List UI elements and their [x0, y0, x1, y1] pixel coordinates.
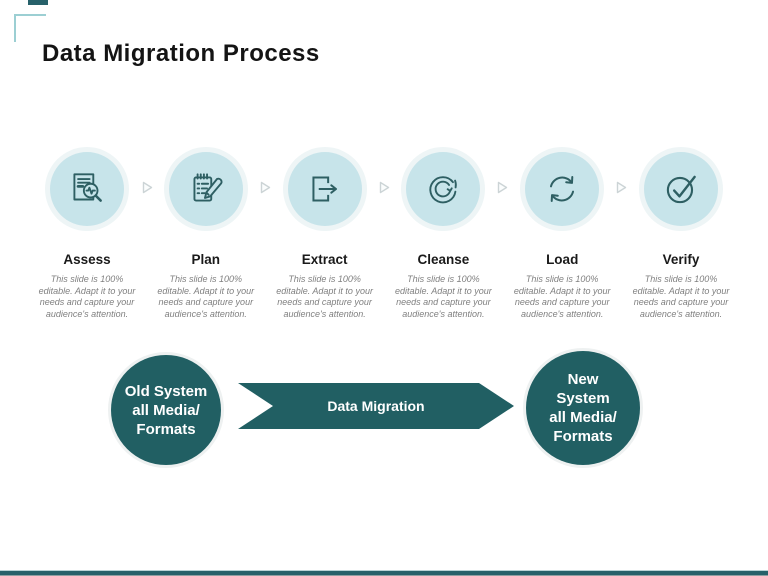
new-system-line: Formats [553, 428, 613, 445]
step-description: This slide is 100% editable. Adapt it to… [38, 274, 136, 319]
old-system-circle: Old System all Media/ Formats [111, 355, 221, 465]
corner-bracket-decoration [14, 14, 46, 42]
step-circle [406, 152, 481, 226]
bottom-accent-bar [0, 570, 768, 576]
old-system-line: Old System [124, 382, 208, 400]
step-label: Cleanse [417, 252, 470, 267]
step-label: Verify [662, 252, 700, 267]
new-system-line: System [556, 390, 610, 407]
step-label: Assess [63, 252, 111, 267]
step-extract: Extract This slide is 100% editable. Ada… [266, 152, 384, 320]
chevron-right-icon [497, 181, 508, 194]
step-description: This slide is 100% editable. Adapt it to… [276, 274, 373, 319]
new-system-line: all Media/ [549, 409, 617, 426]
new-system-line: New [567, 371, 599, 388]
load-sync-arrows-icon [541, 168, 583, 210]
step-circle [525, 152, 600, 226]
step-description: This slide is 100% editable. Adapt it to… [513, 274, 611, 319]
chevron-right-icon [379, 181, 390, 194]
new-system-circle: New System all Media/ Formats [526, 351, 640, 465]
step-load: Load This slide is 100% editable. Adapt … [503, 152, 621, 320]
chevron-right-icon [260, 181, 271, 194]
step-cleanse: Cleanse This slide is 100% editable. Ada… [384, 152, 502, 320]
step-circle [643, 152, 718, 226]
step-plan: Plan This slide is 100% editable. Adapt … [147, 152, 265, 320]
step-label: Plan [191, 252, 221, 267]
data-migration-arrow [238, 383, 514, 429]
step-label: Load [546, 252, 579, 267]
extract-export-arrow-icon [304, 168, 346, 210]
assess-document-search-icon [66, 168, 108, 210]
process-steps-row: Assess This slide is 100% editable. Adap… [28, 152, 740, 320]
chevron-right-icon [142, 181, 153, 194]
step-description: This slide is 100% editable. Adapt it to… [632, 274, 730, 319]
data-migration-arrow-label: Data Migration [327, 398, 425, 414]
step-circle [287, 152, 362, 226]
step-verify: Verify This slide is 100% editable. Adap… [622, 152, 740, 320]
verify-check-circle-icon [660, 168, 702, 210]
chevron-right-icon [616, 181, 627, 194]
old-system-line: all Media/ [132, 401, 200, 419]
step-label: Extract [301, 252, 348, 267]
step-description: This slide is 100% editable. Adapt it to… [395, 274, 492, 319]
step-assess: Assess This slide is 100% editable. Adap… [28, 152, 146, 320]
cleanse-refresh-icon [422, 168, 464, 210]
step-description: This slide is 100% editable. Adapt it to… [157, 274, 255, 319]
old-system-line: Formats [136, 420, 196, 438]
step-circle [168, 152, 243, 226]
plan-notepad-pencil-icon [185, 168, 227, 210]
page-title: Data Migration Process [42, 40, 320, 68]
top-accent-bar [28, 0, 48, 5]
step-circle [50, 152, 124, 226]
